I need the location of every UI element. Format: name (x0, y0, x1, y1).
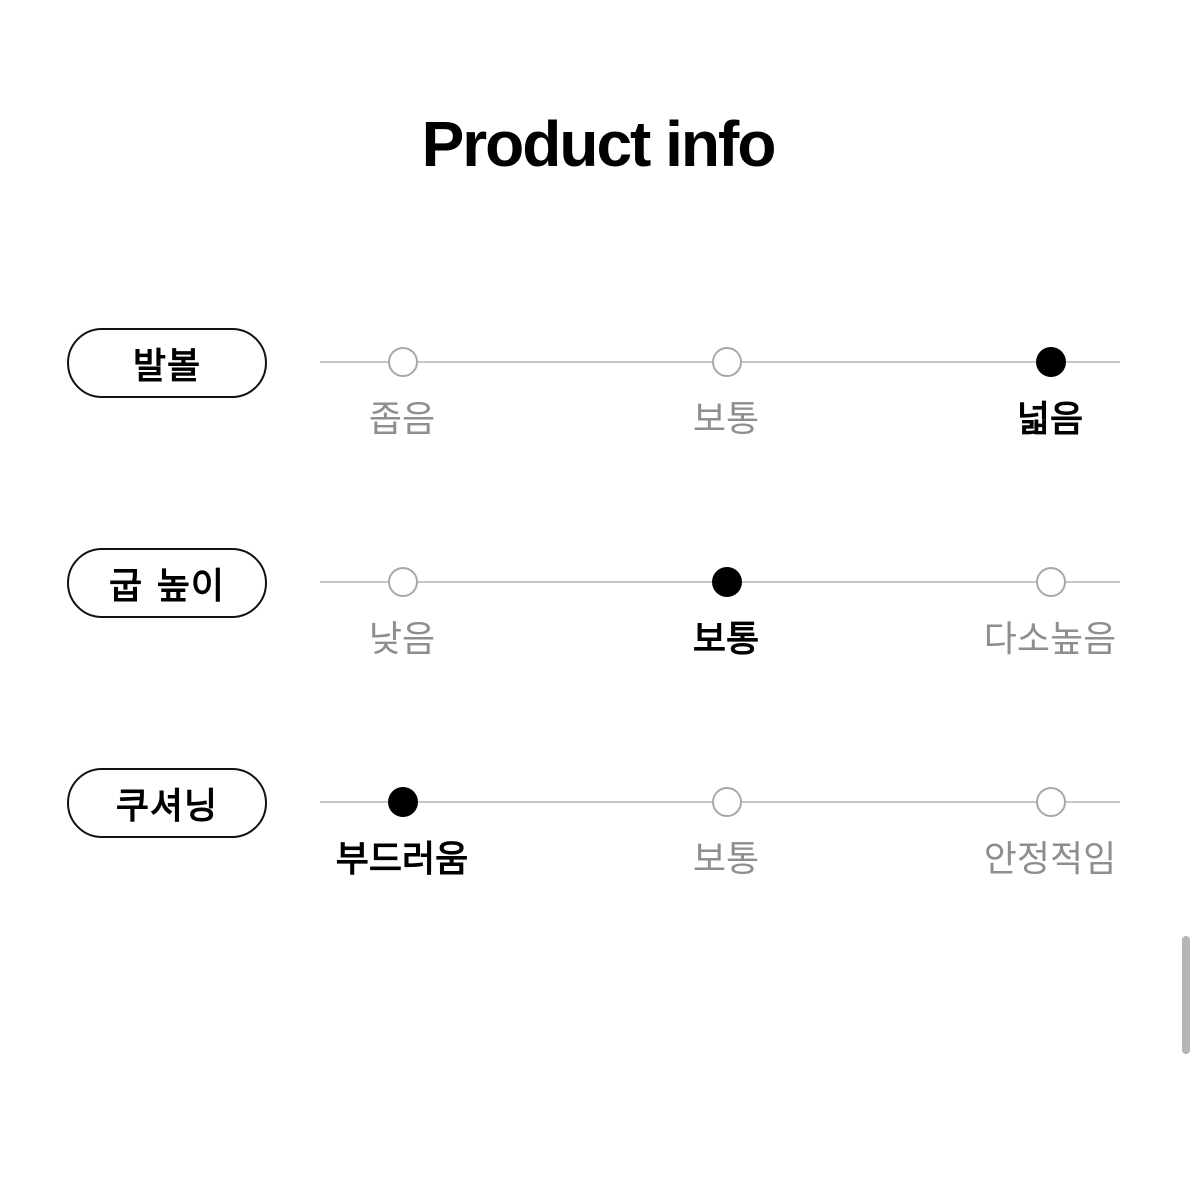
scale-option-label: 다소높음 (983, 619, 1117, 660)
vertical-scrollbar[interactable] (1182, 936, 1190, 1054)
scale-option-dot[interactable] (712, 347, 742, 377)
scale-option-dot[interactable] (1036, 347, 1066, 377)
scale-option-dot[interactable] (1036, 787, 1066, 817)
scale-option-label: 좁음 (368, 399, 436, 440)
row-label-pill: 발볼 (67, 328, 267, 398)
row-label-pill: 쿠셔닝 (67, 768, 267, 838)
scale-option-label: 안정적임 (983, 839, 1117, 880)
scale-option-dot[interactable] (388, 567, 418, 597)
scale-option-dot[interactable] (388, 787, 418, 817)
scale-option-dot[interactable] (712, 567, 742, 597)
scale-option-label: 낮음 (368, 619, 436, 660)
scale-option-label: 보통 (692, 399, 760, 440)
scale-option-label: 보통 (692, 839, 760, 880)
scale-option-label: 넓음 (1016, 399, 1084, 440)
scale-option-dot[interactable] (388, 347, 418, 377)
page-title: Product info (421, 108, 777, 180)
scale-option-dot[interactable] (1036, 567, 1066, 597)
rating-row-heel-height: 굽 높이 낮음 보통 다소높음 (0, 532, 1200, 692)
scale-option-label: 보통 (692, 619, 760, 660)
scale-option-dot[interactable] (712, 787, 742, 817)
rating-row-foot-width: 발볼 좁음 보통 넓음 (0, 312, 1200, 472)
scale-option-label: 부드러움 (335, 839, 469, 880)
row-label-pill: 굽 높이 (67, 548, 267, 618)
rating-row-cushioning: 쿠셔닝 부드러움 보통 안정적임 (0, 752, 1200, 912)
